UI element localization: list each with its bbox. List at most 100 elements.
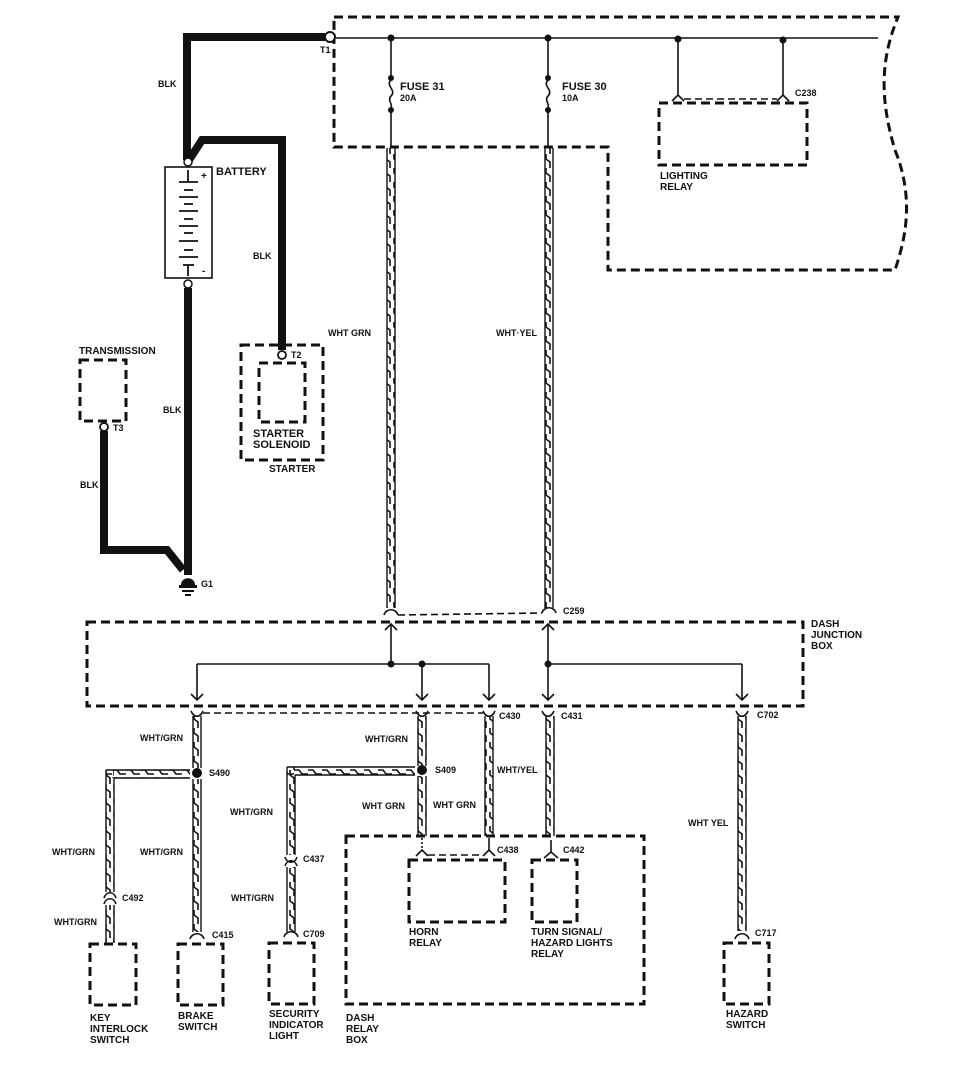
lighting-relay-label-2: RELAY [660, 182, 693, 193]
turn-signal-relay-box [530, 858, 579, 924]
starter-box [239, 343, 325, 462]
brake-switch-box [176, 942, 225, 1007]
transmission-label: TRANSMISSION [79, 346, 156, 357]
battery-positive-terminal [183, 157, 193, 167]
wire-wht-grn-c492-key [105, 905, 115, 943]
t3-label: T3 [113, 423, 124, 433]
starter-solenoid-label-1: STARTER [253, 428, 304, 440]
horn-relay-box [407, 858, 507, 924]
key-interlock-label-2: INTERLOCK [90, 1024, 149, 1035]
wire-wht-yel-c702-hazard [737, 716, 747, 931]
hazard-switch-label-2: SWITCH [726, 1020, 765, 1031]
starter-solenoid-box [257, 361, 307, 424]
lighting-relay-box [657, 101, 809, 167]
wire-wht-grn-s409-horn [417, 776, 427, 836]
key-interlock-label-3: SWITCH [90, 1035, 129, 1046]
c702-label: C702 [757, 710, 779, 720]
c717-connector [734, 932, 750, 940]
key-interlock-label-1: KEY [90, 1013, 111, 1024]
key-interlock-switch-box [88, 942, 138, 1007]
c717-label: C717 [755, 928, 777, 938]
security-light-label-2: INDICATOR [269, 1020, 324, 1031]
lighting-relay-label-1: LIGHTING [660, 171, 708, 182]
starter-solenoid-label-2: SOLENOID [253, 439, 311, 451]
wire-label-blk-ground: BLK [163, 405, 182, 415]
wire-wht-grn-s490-brake [192, 779, 202, 932]
c492-label: C492 [122, 893, 144, 903]
battery-box [164, 166, 213, 279]
dash-junction-label-2: JUNCTION [811, 630, 862, 641]
splice-s490 [192, 768, 202, 778]
c492-connector [103, 891, 117, 905]
fuse-30-rating: 10A [562, 93, 579, 103]
c238-pin-2 [776, 93, 790, 102]
wire-wht-yel-c430-horn [484, 716, 494, 836]
battery-cells-icon [179, 170, 198, 276]
wire-label-wht-grn-brake: WHT/GRN [140, 847, 183, 857]
battery-negative-terminal [183, 279, 193, 289]
wire-label-wht-grn-fuse31: WHT GRN [328, 328, 371, 338]
g1-label: G1 [201, 579, 213, 589]
wire-label-wht-yel-c430: WHT/YEL [497, 765, 538, 775]
terminal-t2 [277, 350, 287, 360]
c415-label: C415 [212, 930, 234, 940]
c709-label: C709 [303, 929, 325, 939]
starter-label: STARTER [269, 464, 316, 475]
dash-junction-label-1: DASH [811, 619, 839, 630]
brake-switch-label-1: BRAKE [178, 1011, 214, 1022]
wire-label-wht-yel-hazard: WHT YEL [688, 818, 729, 828]
c442-label: C442 [563, 845, 585, 855]
s490-label: S490 [209, 768, 230, 778]
c430-label: C430 [499, 711, 521, 721]
dash-relay-box [344, 834, 646, 1006]
c259-label: C259 [563, 606, 585, 616]
c259-connector [383, 606, 557, 616]
dash-relay-label-1: DASH [346, 1013, 374, 1024]
c415-connector [189, 932, 205, 940]
terminal-t3 [99, 422, 109, 432]
c442-connector [543, 840, 559, 859]
battery-plus-sign: + [201, 171, 207, 182]
brake-switch-label-2: SWITCH [178, 1022, 217, 1033]
c437-label: C437 [303, 854, 325, 864]
terminal-t1 [324, 31, 336, 43]
junction-internal-wiring [190, 622, 749, 702]
wire-label-blk-top: BLK [158, 79, 177, 89]
transmission-box [78, 358, 128, 423]
wire-label-wht-grn-s490-top: WHT/GRN [140, 733, 183, 743]
dash-junction-box [85, 620, 805, 708]
security-indicator-box [267, 941, 316, 1006]
wire-label-wht-grn-key-lower: WHT/GRN [54, 917, 97, 927]
wire-label-blk-transmission: BLK [80, 480, 99, 490]
wire-wht-grn-s409-security [286, 766, 415, 855]
wire-wht-grn-junction-s490 [192, 716, 202, 768]
wire-label-wht-grn-horn-right: WHT GRN [433, 800, 476, 810]
c438-label: C438 [497, 845, 519, 855]
security-light-label-3: LIGHT [269, 1031, 299, 1042]
wire-wht-grn-fuse31 [386, 148, 396, 608]
fuse-31-label: FUSE 31 [400, 81, 445, 93]
hazard-switch-box [722, 941, 771, 1006]
fuse-31 [388, 38, 394, 147]
junction-output-connectors [190, 710, 749, 718]
c437-connector [284, 856, 298, 867]
c238-label: C238 [795, 88, 817, 98]
horn-relay-label-1: HORN [409, 927, 438, 938]
ground-g1-icon [179, 578, 197, 596]
t2-label: T2 [291, 350, 302, 360]
horn-relay-label-2: RELAY [409, 938, 442, 949]
dash-relay-label-2: RELAY [346, 1024, 379, 1035]
splice-s409 [417, 765, 427, 775]
underhood-fuse-box-outline [332, 15, 909, 272]
wire-wht-grn-s490-key-interlock [105, 769, 190, 892]
wire-wht-yel-fuse30 [544, 148, 554, 608]
wire-blk-transmission-ground [100, 431, 187, 573]
wire-label-wht-grn-horn-left: WHT GRN [362, 801, 405, 811]
wire-label-wht-grn-s409-top: WHT/GRN [365, 734, 408, 744]
wire-label-wht-grn-security-upper: WHT/GRN [230, 807, 273, 817]
wire-label-wht-grn-key-upper: WHT/GRN [52, 847, 95, 857]
fuse-30-label: FUSE 30 [562, 81, 607, 93]
wire-label-wht-grn-security-lower: WHT/GRN [231, 893, 274, 903]
c431-label: C431 [561, 711, 583, 721]
